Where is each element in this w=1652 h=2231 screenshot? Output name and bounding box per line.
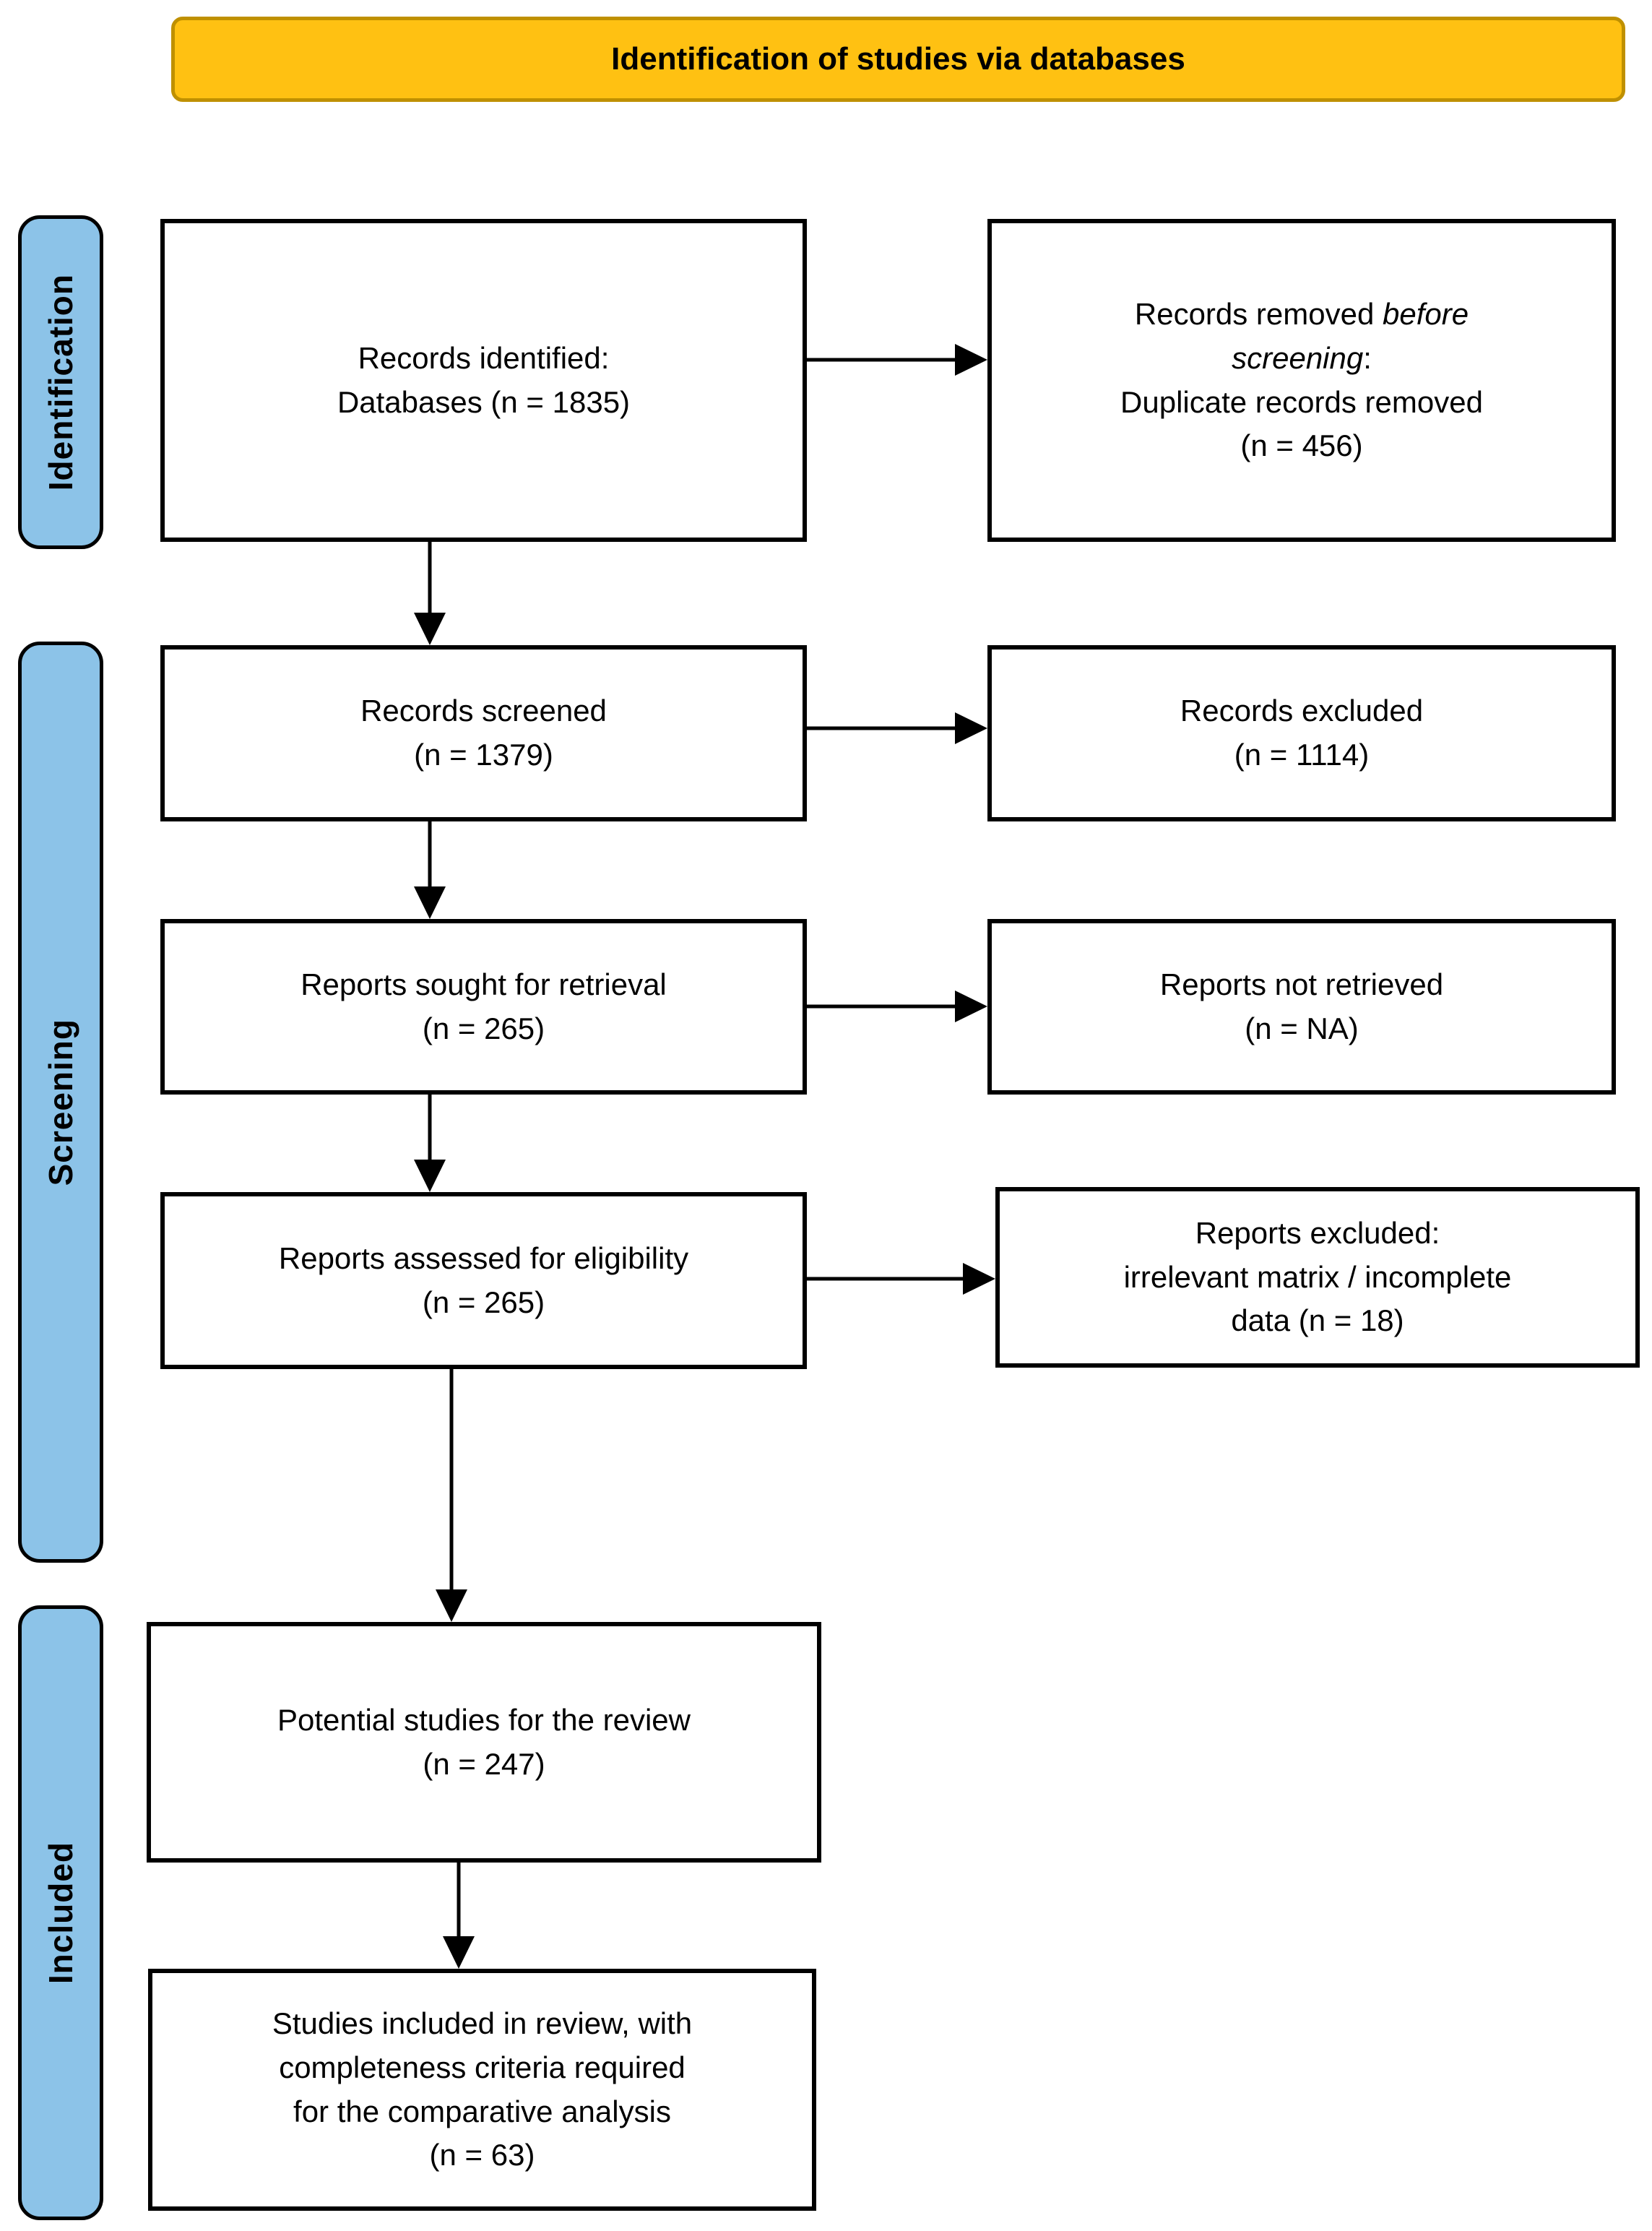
box-text-segment: Records removed [1134,296,1383,331]
box-text-line: (n = 456) [1240,428,1363,463]
box-text-line: irrelevant matrix / incomplete [1123,1259,1512,1294]
box-text-line: Reports assessed for eligibility [278,1240,689,1275]
stage-bar-included: Included [18,1605,103,2220]
box-text-line: Records excluded [1180,694,1424,728]
banner-identification-via-databases: Identification of studies via databases [171,17,1625,102]
box-text-line: completeness criteria required [279,2050,686,2084]
arrow-assessed-to-excluded [807,1263,995,1295]
box-text-line: (n = 63) [429,2138,535,2172]
stage-label-screening: Screening [42,1018,79,1186]
box-text-line: Reports not retrieved [1159,967,1444,1001]
box-reports-excluded: Reports excluded: irrelevant matrix / in… [995,1187,1640,1368]
box-reports-not-retrieved: Reports not retrieved (n = NA) [987,919,1616,1095]
box-studies-included: Studies included in review, with complet… [148,1969,816,2211]
arrow-sought-to-not-retrieved [807,991,987,1022]
box-text-line: (n = 1379) [414,738,553,772]
arrow-sought-to-assessed [414,1095,446,1192]
stage-label-identification: Identification [42,273,79,491]
box-text-line: screening: [1232,337,1372,381]
box-text-line: for the comparative analysis [293,2094,671,2128]
arrow-potential-to-included [443,1863,475,1969]
stage-label-included: Included [42,1841,79,1985]
box-text-line: Records screened [360,694,607,728]
box-text-line: Records removed before [1135,293,1469,337]
box-text-line: Records identified: [358,340,610,375]
box-text-line: Potential studies for the review [277,1702,691,1737]
stage-bar-identification: Identification [18,215,103,549]
arrow-screened-to-excluded [807,712,987,744]
box-text-line: Reports excluded: [1195,1215,1440,1250]
box-records-identified: Records identified: Databases (n = 1835) [160,219,807,542]
box-text-segment: : [1363,340,1372,375]
box-text-line: (n = 265) [422,1011,545,1045]
arrow-screened-to-sought [414,821,446,919]
box-records-excluded: Records excluded (n = 1114) [987,645,1616,821]
box-text-line: data (n = 18) [1231,1303,1404,1338]
box-reports-sought: Reports sought for retrieval (n = 265) [160,919,807,1095]
box-text-line: (n = 265) [422,1285,545,1319]
arrow-identified-to-removed [807,344,987,376]
box-text-line: (n = 1114) [1234,738,1370,772]
box-text-segment-italic: before [1383,296,1469,331]
stage-bar-screening: Screening [18,642,103,1563]
box-text-line: Reports sought for retrieval [300,967,667,1001]
banner-label: Identification of studies via databases [611,41,1185,77]
box-text-line: Studies included in review, with [272,2006,693,2040]
arrow-identified-to-screened [414,542,446,645]
box-text-line: Databases (n = 1835) [337,384,631,419]
box-reports-assessed: Reports assessed for eligibility (n = 26… [160,1192,807,1369]
box-text-line: Duplicate records removed [1120,384,1483,419]
box-records-removed-before-screening: Records removed before screening: Duplic… [987,219,1616,542]
box-text-line: (n = NA) [1245,1011,1359,1045]
box-potential-studies: Potential studies for the review (n = 24… [147,1622,821,1863]
box-text-segment-italic: screening [1232,340,1364,375]
box-text-line: (n = 247) [423,1746,545,1781]
box-records-screened: Records screened (n = 1379) [160,645,807,821]
arrow-assessed-to-potential [436,1369,467,1622]
